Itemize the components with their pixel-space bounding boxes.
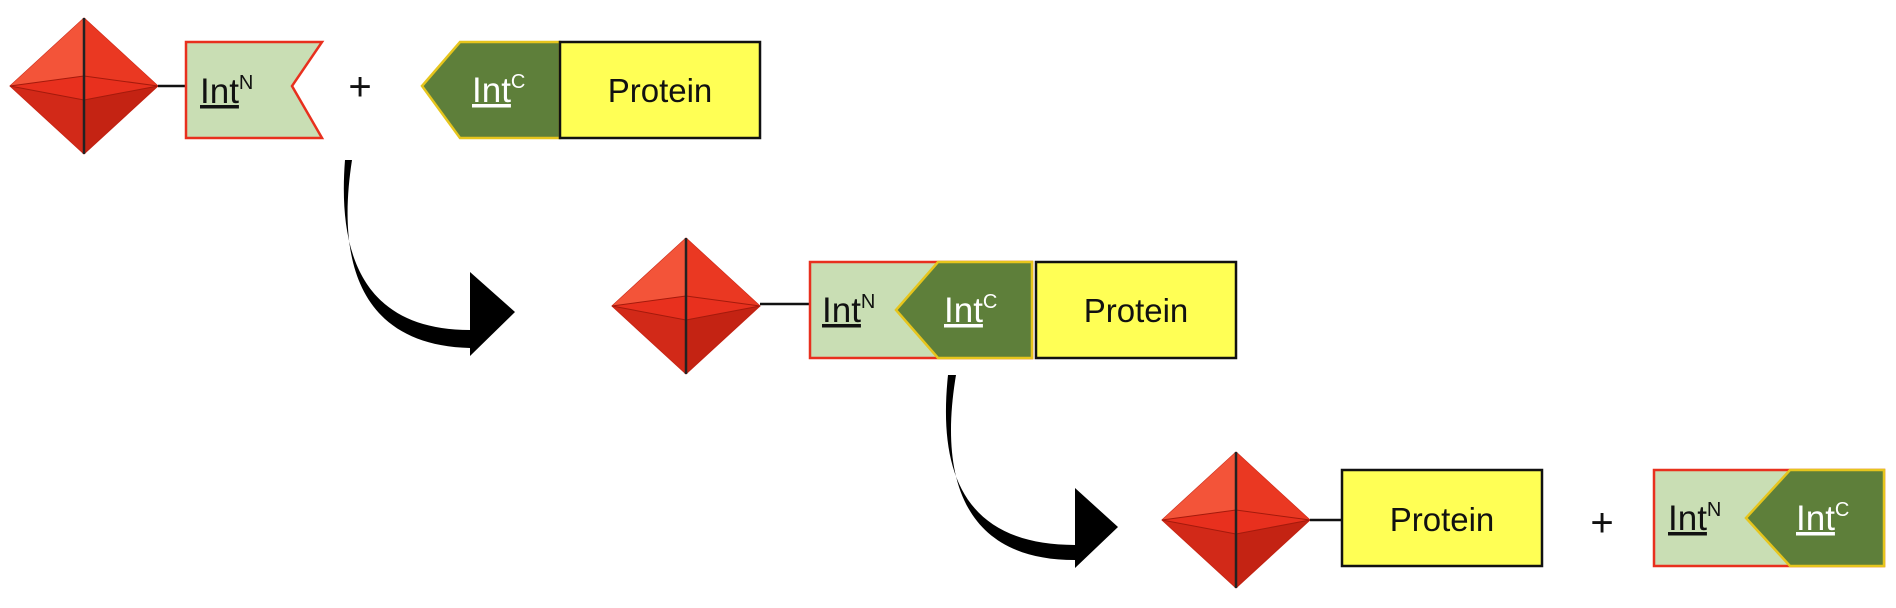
target-diamond-3 — [1160, 450, 1312, 590]
intein-c-block-3 — [1744, 468, 1886, 568]
plus-sign-1: + — [348, 65, 371, 109]
protein-block-2 — [1034, 260, 1238, 360]
protein-block-3 — [1340, 468, 1544, 568]
protein-label-1: Protein — [608, 72, 713, 109]
intein-n-label-2: IntN — [822, 291, 875, 330]
intein-n-block-1 — [184, 40, 325, 140]
intein-c-label-2: IntC — [944, 291, 997, 330]
protein-label-2: Protein — [1084, 292, 1189, 329]
row-1-reactants: IntN + IntC Protein — [8, 16, 762, 156]
intein-c-block-2 — [894, 260, 1034, 360]
target-diamond-1 — [8, 16, 160, 156]
intein-c-label-3: IntC — [1796, 499, 1849, 538]
protein-label-3: Protein — [1390, 501, 1495, 538]
target-diamond-2 — [610, 236, 762, 376]
row-2-intermediate: IntN IntC Protein — [610, 236, 1238, 376]
reaction-arrow-1 — [343, 160, 515, 356]
row-3-products: Protein + IntN IntC — [1160, 450, 1886, 590]
intein-n-label-1: IntN — [200, 72, 253, 111]
reaction-arrow-2 — [945, 375, 1118, 568]
protein-block-1 — [558, 40, 762, 140]
intein-n-label-3: IntN — [1668, 499, 1721, 538]
plus-sign-2: + — [1590, 501, 1613, 545]
intein-c-label-1: IntC — [472, 71, 525, 110]
